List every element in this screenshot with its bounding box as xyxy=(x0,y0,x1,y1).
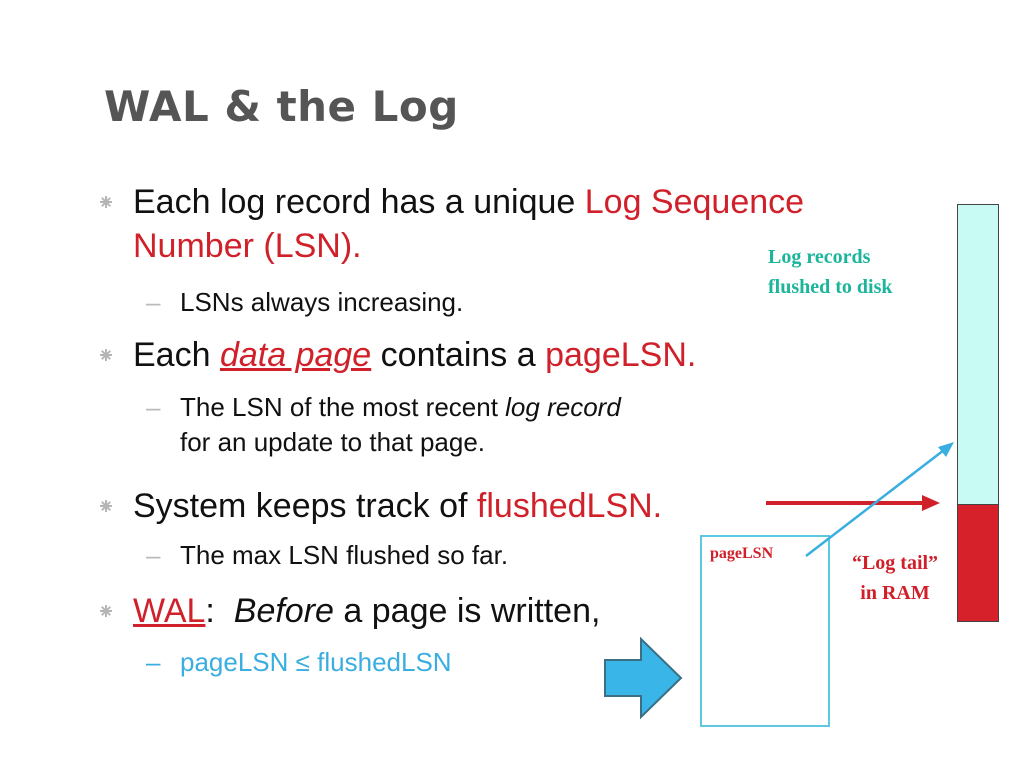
slide-title: WAL & the Log xyxy=(104,82,459,131)
highlight-text: pageLSN. xyxy=(545,336,697,374)
wal-link[interactable]: WAL xyxy=(133,592,206,630)
highlight-text: flushedLSN. xyxy=(476,487,663,525)
bullet-lsn: Each log record has a unique Log Sequenc… xyxy=(100,180,805,268)
italic-text: log record xyxy=(505,392,621,422)
sub-bullet-text: flushedLSN xyxy=(309,647,452,677)
sub-bullet-text: The max LSN flushed so far. xyxy=(180,540,509,570)
log-records-label: Log records flushed to disk xyxy=(768,246,893,298)
sub-bullet-text: for an update to that page. xyxy=(180,427,486,457)
log-tail-label: “Log tail” in RAM xyxy=(851,552,939,604)
bullet-text: contains a xyxy=(371,336,546,374)
sub-bullet-max-lsn: – The max LSN flushed so far. xyxy=(146,538,509,573)
bullet-pagelsn: Each data page contains a pageLSN. xyxy=(100,333,697,377)
bullet-text: Each log record has a unique xyxy=(133,183,585,221)
right-arrow-icon xyxy=(766,495,940,511)
bullet-wal: WAL: Before a page is written, xyxy=(100,589,601,633)
italic-text: Before xyxy=(233,592,334,630)
highlight-text: Log Sequence xyxy=(584,183,805,221)
pointer-arrow xyxy=(805,442,954,557)
dash-bullet: – xyxy=(146,647,161,677)
dash-bullet: – xyxy=(146,540,161,570)
sub-bullet-text: LSNs always increasing. xyxy=(180,287,464,317)
bullet-text: : xyxy=(205,592,234,630)
lte-symbol: ≤ xyxy=(295,647,310,677)
asterisk-bullet-icon xyxy=(99,589,113,633)
bullet-text: Each xyxy=(133,336,220,374)
bullet-text: a page is written, xyxy=(333,592,601,630)
asterisk-bullet-icon xyxy=(99,180,113,224)
highlight-text: Number (LSN). xyxy=(133,227,362,265)
sub-bullet-wal-rule: – pageLSN ≤ flushedLSN xyxy=(146,645,452,680)
asterisk-bullet-icon xyxy=(99,333,113,377)
page-lsn-label: pageLSN xyxy=(710,545,774,562)
bullet-flushedlsn: System keeps track of flushedLSN. xyxy=(100,484,663,528)
sub-bullet-most-recent: – The LSN of the most recent log record … xyxy=(146,390,621,460)
asterisk-bullet-icon xyxy=(99,484,113,528)
sub-bullet-text: The LSN of the most recent xyxy=(180,392,506,422)
sub-bullet-increasing: – LSNs always increasing. xyxy=(146,285,464,320)
log-tail-in-ram-block xyxy=(957,504,999,622)
dash-bullet: – xyxy=(146,287,161,317)
data-page-box: pageLSN xyxy=(700,535,830,727)
dash-bullet: – xyxy=(146,392,161,422)
data-page-link[interactable]: data page xyxy=(219,336,372,374)
sub-bullet-text: pageLSN xyxy=(180,647,296,677)
block-arrow-icon xyxy=(604,636,683,720)
bullet-text: System keeps track of xyxy=(133,487,477,525)
log-flushed-to-disk-block xyxy=(957,204,999,505)
